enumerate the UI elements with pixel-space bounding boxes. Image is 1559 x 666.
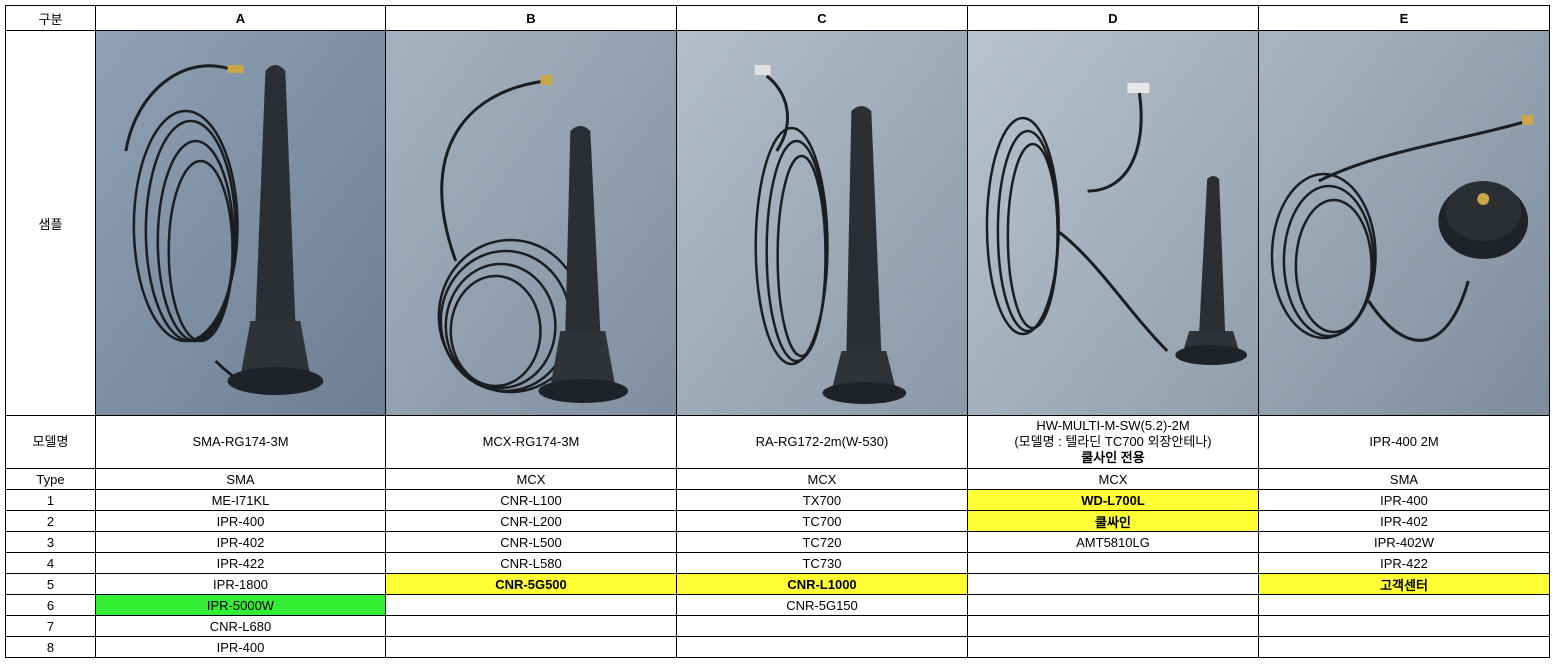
compat-cell-a7: CNR-L680 <box>95 615 386 637</box>
table-row: 4 IPR-422 CNR-L580 TC730 IPR-422 <box>5 552 1550 574</box>
table-row: 6 IPR-5000W CNR-5G150 <box>5 594 1550 616</box>
compat-cell-c8 <box>676 636 968 658</box>
compat-cell-d2: 쿨싸인 <box>967 510 1259 532</box>
type-cell-c: MCX <box>676 468 968 490</box>
compat-cell-b5: CNR-5G500 <box>385 573 677 595</box>
compat-cell-e6 <box>1258 594 1550 616</box>
row-index-6: 6 <box>5 594 96 616</box>
column-header-a: A <box>95 5 386 31</box>
header-row: 구분 A B C D E <box>5 5 1550 31</box>
compat-cell-b7 <box>385 615 677 637</box>
type-cell-d: MCX <box>967 468 1259 490</box>
sample-photo-e <box>1258 30 1550 416</box>
compat-cell-c1: TX700 <box>676 489 968 511</box>
compat-cell-d7 <box>967 615 1259 637</box>
compat-cell-a3: IPR-402 <box>95 531 386 553</box>
compat-cell-e4: IPR-422 <box>1258 552 1550 574</box>
row-index-8: 8 <box>5 636 96 658</box>
antenna-photo-a-icon <box>96 31 385 415</box>
type-row-label: Type <box>5 468 96 490</box>
column-header-b: B <box>385 5 677 31</box>
compat-cell-b1: CNR-L100 <box>385 489 677 511</box>
type-cell-b: MCX <box>385 468 677 490</box>
row-index-4: 4 <box>5 552 96 574</box>
column-header-c: C <box>676 5 968 31</box>
compat-cell-a4: IPR-422 <box>95 552 386 574</box>
row-index-1: 1 <box>5 489 96 511</box>
row-index-5: 5 <box>5 573 96 595</box>
sample-photo-d <box>967 30 1259 416</box>
model-name-c: RA-RG172-2m(W-530) <box>676 415 968 469</box>
compat-cell-b6 <box>385 594 677 616</box>
model-row-label: 모델명 <box>5 415 96 469</box>
model-name-d-line1: HW-MULTI-M-SW(5.2)-2M <box>1036 418 1190 433</box>
antenna-comparison-table: 구분 A B C D E 샘플 <box>5 5 1550 658</box>
compat-cell-b8 <box>385 636 677 658</box>
compat-cell-e8 <box>1258 636 1550 658</box>
row-index-7: 7 <box>5 615 96 637</box>
table-row: 1 ME-I71KL CNR-L100 TX700 WD-L700L IPR-4… <box>5 489 1550 511</box>
compat-cell-a5: IPR-1800 <box>95 573 386 595</box>
compat-cell-e1: IPR-400 <box>1258 489 1550 511</box>
compat-cell-a2: IPR-400 <box>95 510 386 532</box>
table-row: 2 IPR-400 CNR-L200 TC700 쿨싸인 IPR-402 <box>5 510 1550 532</box>
sample-photo-c <box>676 30 968 416</box>
compat-cell-e5: 고객센터 <box>1258 573 1550 595</box>
compat-cell-d8 <box>967 636 1259 658</box>
compat-cell-c2: TC700 <box>676 510 968 532</box>
antenna-photo-e-icon <box>1259 31 1549 415</box>
type-cell-e: SMA <box>1258 468 1550 490</box>
compat-cell-c7 <box>676 615 968 637</box>
antenna-photo-c-icon <box>677 31 967 415</box>
model-name-b: MCX-RG174-3M <box>385 415 677 469</box>
table-row: 5 IPR-1800 CNR-5G500 CNR-L1000 고객센터 <box>5 573 1550 595</box>
type-row: Type SMA MCX MCX MCX SMA <box>5 468 1550 490</box>
compat-cell-d4 <box>967 552 1259 574</box>
table-row: 3 IPR-402 CNR-L500 TC720 AMT5810LG IPR-4… <box>5 531 1550 553</box>
compat-cell-d5 <box>967 573 1259 595</box>
sample-row-label: 샘플 <box>5 30 96 416</box>
sample-photo-b <box>385 30 677 416</box>
corner-label: 구분 <box>5 5 96 31</box>
column-header-e: E <box>1258 5 1550 31</box>
column-header-d: D <box>967 5 1259 31</box>
compat-cell-c4: TC730 <box>676 552 968 574</box>
compat-cell-a1: ME-I71KL <box>95 489 386 511</box>
compat-cell-d6 <box>967 594 1259 616</box>
model-name-e: IPR-400 2M <box>1258 415 1550 469</box>
compat-cell-e7 <box>1258 615 1550 637</box>
model-row: 모델명 SMA-RG174-3M MCX-RG174-3M RA-RG172-2… <box>5 415 1550 469</box>
sample-photo-a <box>95 30 386 416</box>
compat-cell-b3: CNR-L500 <box>385 531 677 553</box>
model-name-a: SMA-RG174-3M <box>95 415 386 469</box>
compat-cell-c3: TC720 <box>676 531 968 553</box>
compat-cell-a6: IPR-5000W <box>95 594 386 616</box>
type-cell-a: SMA <box>95 468 386 490</box>
compat-cell-c6: CNR-5G150 <box>676 594 968 616</box>
compat-cell-a8: IPR-400 <box>95 636 386 658</box>
compat-cell-c5: CNR-L1000 <box>676 573 968 595</box>
compat-cell-e2: IPR-402 <box>1258 510 1550 532</box>
compat-cell-d1: WD-L700L <box>967 489 1259 511</box>
model-name-d: HW-MULTI-M-SW(5.2)-2M (모델명 : 텔라딘 TC700 외… <box>967 415 1259 469</box>
sample-row: 샘플 <box>5 30 1550 416</box>
compat-cell-e3: IPR-402W <box>1258 531 1550 553</box>
row-index-2: 2 <box>5 510 96 532</box>
antenna-photo-b-icon <box>386 31 676 415</box>
table-row: 8 IPR-400 <box>5 636 1550 658</box>
model-name-d-line3: 쿨사인 전용 <box>1081 450 1145 465</box>
compat-cell-d3: AMT5810LG <box>967 531 1259 553</box>
antenna-photo-d-icon <box>968 31 1258 415</box>
compat-cell-b2: CNR-L200 <box>385 510 677 532</box>
row-index-3: 3 <box>5 531 96 553</box>
table-row: 7 CNR-L680 <box>5 615 1550 637</box>
compat-cell-b4: CNR-L580 <box>385 552 677 574</box>
model-name-d-line2: (모델명 : 텔라딘 TC700 외장안테나) <box>1014 434 1212 449</box>
